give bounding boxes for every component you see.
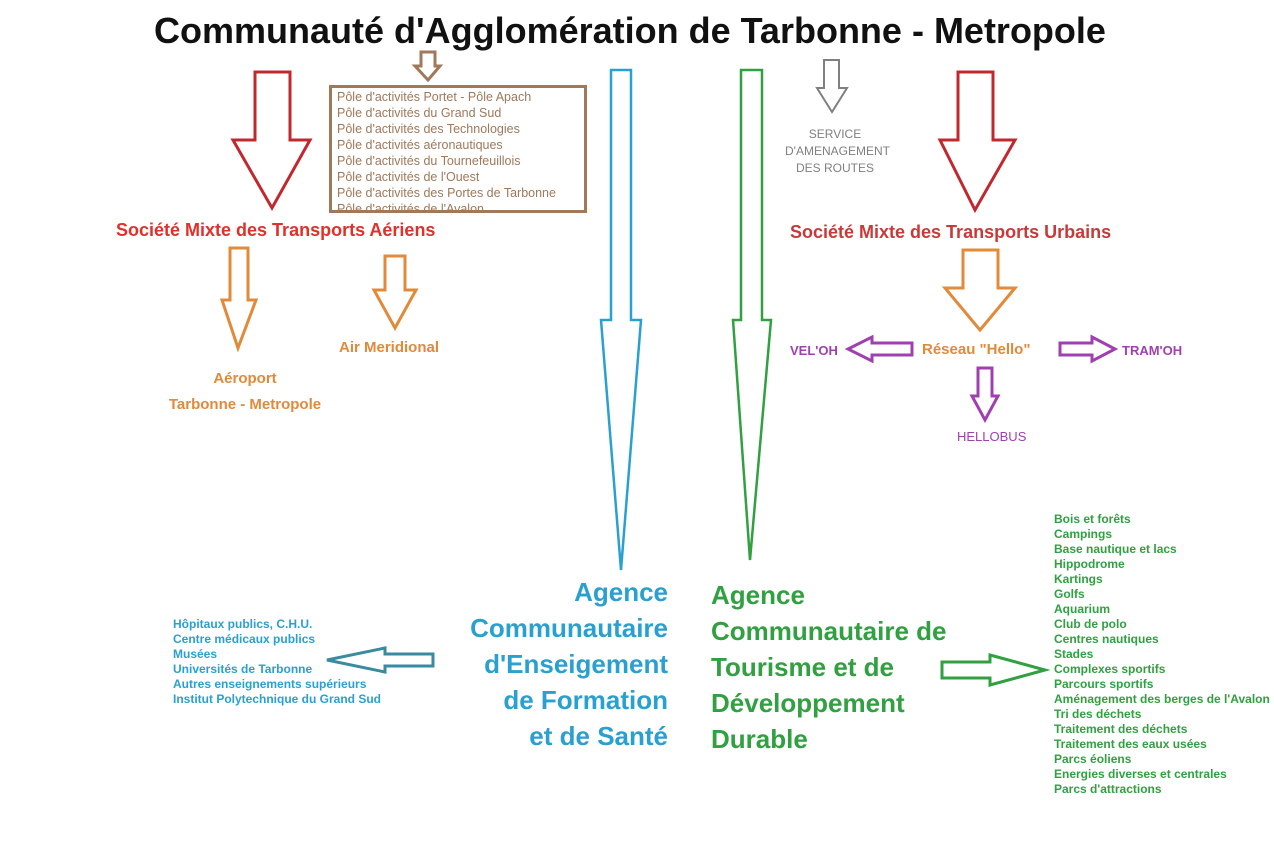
list-item: Base nautique et lacs	[1054, 542, 1177, 556]
list-item: Institut Polytechnique du Grand Sud	[173, 692, 382, 706]
list-item: Hippodrome	[1054, 557, 1125, 571]
pole-item: Pôle d'activités du Grand Sud	[337, 106, 502, 120]
agence-sante-line: et de Santé	[529, 721, 668, 751]
air-meridional-label: Air Meridional	[339, 339, 440, 356]
list-item: Aménagement des berges de l'Avalon	[1054, 692, 1270, 706]
agence-sante-line: de Formation	[503, 685, 668, 715]
list-item: Bois et forêts	[1054, 512, 1131, 526]
list-item: Parcs d'attractions	[1054, 782, 1162, 796]
tramoh-label: TRAM'OH	[1122, 343, 1183, 358]
blue-arrow-left	[326, 646, 435, 674]
orange-arrow-reseau	[941, 248, 1019, 333]
pole-item: Pôle d'activités Portet - Pôle Apach	[337, 90, 532, 104]
purple-arrow-right	[1058, 334, 1119, 364]
pole-item: Pôle d'activités du Tournefeuillois	[337, 154, 521, 168]
aeroport-line: Tarbonne - Metropole	[168, 396, 322, 413]
service-routes-line: D'AMENAGEMENT	[785, 144, 890, 158]
list-item: Energies diverses et centrales	[1054, 767, 1227, 781]
poles-box: Pôle d'activités Portet - Pôle Apach Pôl…	[329, 85, 587, 216]
agence-sante-title: Agence Communautaire d'Enseigement de Fo…	[420, 574, 668, 754]
tourisme-list: Bois et forêts Campings Base nautique et…	[1054, 512, 1270, 797]
pole-item: Pôle d'activités des Portes de Tarbonne	[337, 186, 556, 200]
agence-sante-line: Communautaire	[470, 613, 668, 643]
list-item: Stades	[1054, 647, 1094, 661]
agence-tourisme-line: Durable	[711, 724, 808, 754]
list-item: Complexes sportifs	[1054, 662, 1166, 676]
list-item: Autres enseignements supérieurs	[173, 677, 367, 691]
green-arrow-down	[731, 68, 773, 561]
gray-arrow	[815, 59, 849, 114]
pole-item: Pôle d'activités de l'Ouest	[337, 170, 480, 184]
list-item: Tri des déchets	[1054, 707, 1142, 721]
aeroport-label: Aéroport Tarbonne - Metropole	[160, 366, 330, 418]
service-routes-line: SERVICE	[808, 127, 862, 141]
agence-tourisme-line: Développement	[711, 688, 905, 718]
pole-item: Pôle d'activités de l'Avalon	[337, 202, 484, 216]
hellobus-label: HELLOBUS	[957, 429, 1027, 444]
list-item: Kartings	[1054, 572, 1103, 586]
blue-arrow-down	[599, 68, 643, 571]
service-routes-line: DES ROUTES	[795, 161, 874, 175]
list-item: Golfs	[1054, 587, 1085, 601]
page-title: Communauté d'Agglomération de Tarbonne -…	[154, 10, 1106, 51]
orange-arrow-aeroport	[219, 246, 259, 353]
list-item: Aquarium	[1054, 602, 1111, 616]
agence-tourisme-title: Agence Communautaire de Tourisme et de D…	[711, 577, 947, 757]
pole-item: Pôle d'activités aéronautiques	[337, 138, 503, 152]
agence-tourisme-line: Communautaire de	[711, 616, 947, 646]
red-arrow-left	[230, 70, 313, 212]
list-item: Universités de Tarbonne	[173, 662, 313, 676]
list-item: Centre médicaux publics	[173, 632, 316, 646]
list-item: Musées	[173, 647, 218, 661]
green-arrow-right	[940, 653, 1051, 687]
agence-sante-line: d'Enseigement	[484, 649, 668, 679]
pole-item: Pôle d'activités des Technologies	[337, 122, 520, 136]
agence-tourisme-line: Tourisme et de	[711, 652, 895, 682]
agence-sante-line: Agence	[574, 577, 668, 607]
aeroport-line: Aéroport	[213, 370, 277, 387]
service-routes: SERVICE D'AMENAGEMENT DES ROUTES	[785, 126, 890, 177]
red-arrow-right	[937, 70, 1018, 214]
sante-list: Hôpitaux publics, C.H.U. Centre médicaux…	[173, 617, 381, 707]
orange-arrow-air	[371, 254, 419, 332]
veloh-label: VEL'OH	[790, 343, 838, 358]
list-item: Centres nautiques	[1054, 632, 1159, 646]
brown-arrow	[411, 50, 444, 83]
list-item: Traitement des eaux usées	[1054, 737, 1207, 751]
list-item: Hôpitaux publics, C.H.U.	[173, 617, 313, 631]
list-item: Club de polo	[1054, 617, 1127, 631]
smtu-label: Société Mixte des Transports Urbains	[790, 222, 1112, 242]
purple-arrow-down	[969, 366, 1001, 424]
purple-arrow-left	[844, 334, 914, 364]
smta-label: Société Mixte des Transports Aériens	[116, 220, 436, 240]
list-item: Campings	[1054, 527, 1113, 541]
list-item: Traitement des déchets	[1054, 722, 1188, 736]
reseau-label: Réseau "Hello"	[922, 341, 1031, 358]
list-item: Parcours sportifs	[1054, 677, 1154, 691]
agence-tourisme-line: Agence	[711, 580, 805, 610]
list-item: Parcs éoliens	[1054, 752, 1132, 766]
